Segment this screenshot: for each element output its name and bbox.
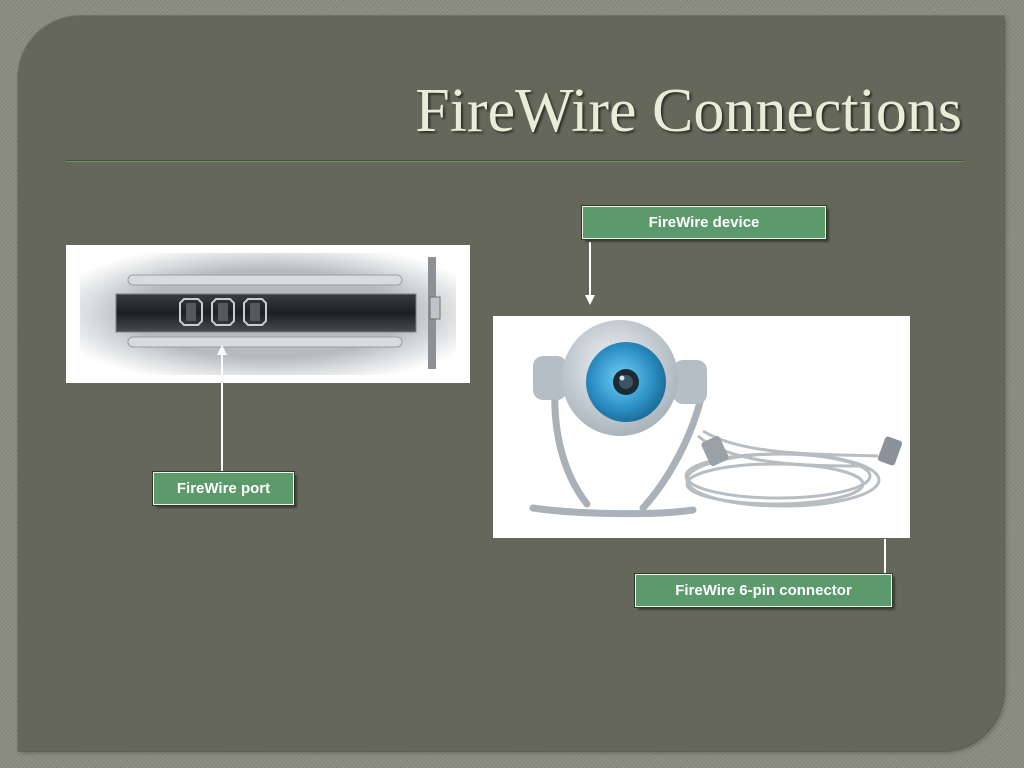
- slide-title: FireWire Connections: [415, 77, 962, 145]
- webcam-illustration: [529, 320, 903, 518]
- firewire-connector-label: FireWire 6-pin connector: [634, 573, 893, 608]
- firewire-port-label: FireWire port: [152, 471, 295, 506]
- title-divider: [66, 160, 963, 162]
- firewire-camera-image: [493, 316, 910, 538]
- port-bracket-illustration: [80, 253, 456, 375]
- firewire-device-label: FireWire device: [581, 205, 827, 240]
- firewire-port-image: [66, 245, 470, 383]
